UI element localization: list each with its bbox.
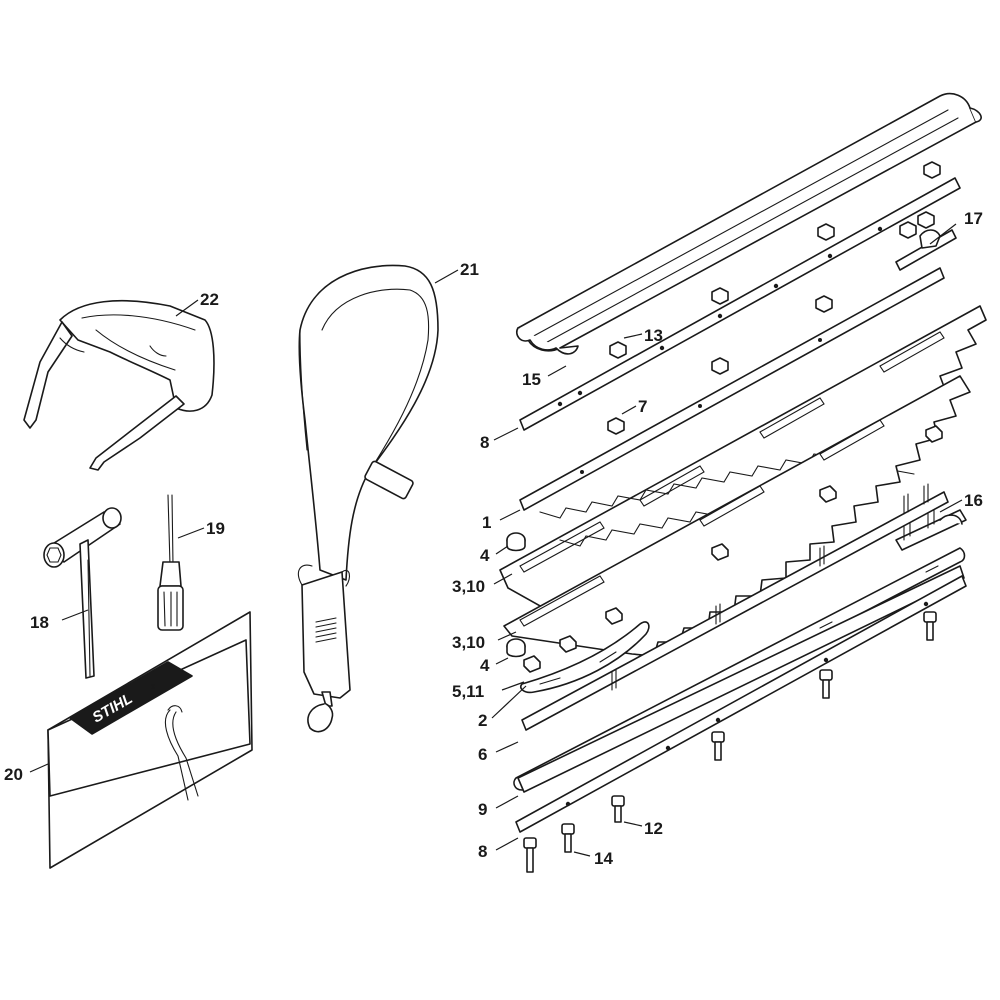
washers-nuts xyxy=(607,223,835,435)
callout-14: 14 xyxy=(594,849,613,868)
callout-9: 9 xyxy=(478,800,487,819)
callout-17: 17 xyxy=(964,209,983,228)
screwdriver xyxy=(157,494,184,631)
spacer-strip-top xyxy=(519,177,961,431)
blade-rail xyxy=(515,92,982,355)
spacer-strip-bottom xyxy=(515,575,967,833)
spacer-strip-2 xyxy=(521,483,949,731)
screw xyxy=(523,837,537,873)
callout-4-top: 4 xyxy=(480,546,490,565)
callout-1: 1 xyxy=(482,513,491,532)
callout-8-bottom: 8 xyxy=(478,842,487,861)
registered-mark: ® xyxy=(149,682,158,692)
tool-pouch: STIHL ® xyxy=(47,611,253,869)
callout-16: 16 xyxy=(964,491,983,510)
rollers xyxy=(506,532,526,658)
callout-2: 2 xyxy=(478,711,487,730)
guide-plate-5-11 xyxy=(519,621,650,694)
screw xyxy=(923,611,937,641)
callout-15: 15 xyxy=(522,370,541,389)
callouts: 22 21 19 18 20 17 13 15 7 8 1 4 3,10 16 … xyxy=(4,209,983,868)
slide-pieces xyxy=(523,425,943,673)
callout-8-top: 8 xyxy=(480,433,489,452)
callout-5-11: 5,11 xyxy=(452,682,484,701)
callout-6: 6 xyxy=(478,745,487,764)
bracket-16 xyxy=(895,503,967,551)
screw xyxy=(561,823,575,853)
blade-strip-1 xyxy=(519,267,945,511)
callout-19: 19 xyxy=(206,519,225,538)
callout-20: 20 xyxy=(4,765,23,784)
screw xyxy=(711,731,725,761)
combination-wrench xyxy=(43,507,122,679)
callout-22: 22 xyxy=(200,290,219,309)
callout-3-10-bottom: 3,10 xyxy=(452,633,485,652)
nuts xyxy=(609,161,941,359)
leader-lines xyxy=(29,223,963,857)
callout-18: 18 xyxy=(30,613,49,632)
flat-bar-9 xyxy=(517,565,965,793)
bracket-17 xyxy=(895,229,957,271)
safety-glasses xyxy=(23,299,215,471)
shoulder-strap xyxy=(297,264,439,733)
screw xyxy=(611,795,625,823)
callout-21: 21 xyxy=(460,260,479,279)
callout-7: 7 xyxy=(638,397,647,416)
callout-3-10-top: 3,10 xyxy=(452,577,485,596)
screws xyxy=(523,611,937,873)
callout-13: 13 xyxy=(644,326,663,345)
screw xyxy=(819,669,833,699)
callout-4-bottom: 4 xyxy=(480,656,490,675)
callout-12: 12 xyxy=(644,819,663,838)
